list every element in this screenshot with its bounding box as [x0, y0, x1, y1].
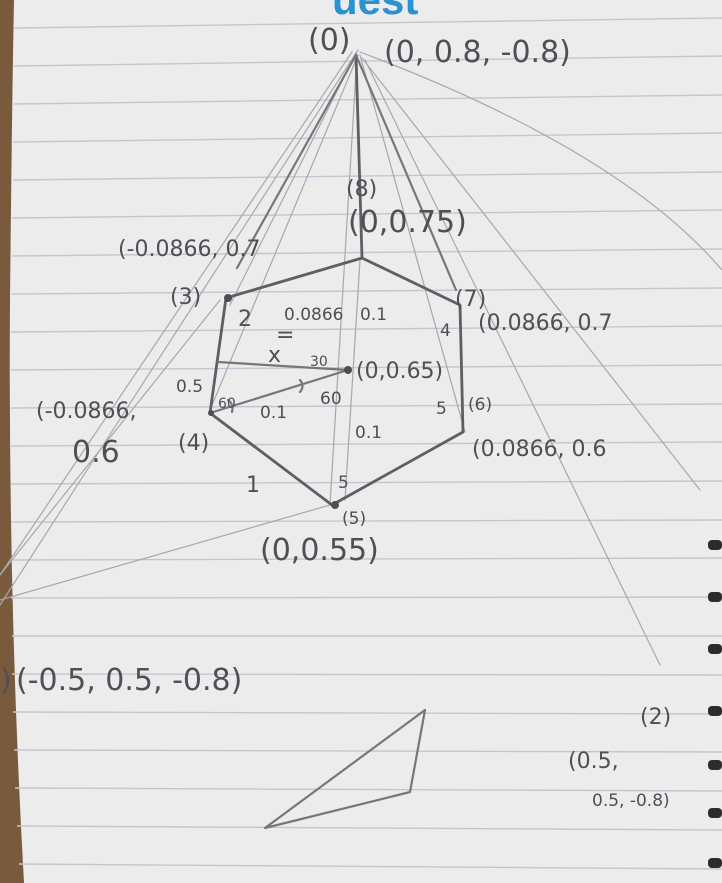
center-coords: (0,0.65) [356, 359, 443, 384]
point-2-coords-line1: (0.5, [568, 749, 619, 774]
point-4-marker: (4) [178, 431, 209, 456]
hexagon-inner-lines [208, 53, 458, 415]
point-0-coords: (0, 0.8, -0.8) [384, 35, 571, 70]
point-4-coords-line2: 0.6 [72, 435, 120, 470]
projection-lines [0, 49, 722, 666]
notebook-page [9, 0, 722, 883]
half-label: 0.5 [176, 377, 203, 397]
point-2-coords-line2: 0.5, -0.8) [592, 791, 670, 811]
small-triangle [263, 708, 427, 830]
point-8-coords: (0,0.75) [348, 205, 467, 240]
x-label: x [268, 343, 281, 368]
width-label: 0.0866 [284, 305, 343, 325]
point-1-coords: (-0.5, 0.5, -0.8) [16, 663, 242, 698]
equals-sign: = [276, 323, 294, 348]
point-1-marker: ) [0, 663, 12, 698]
point-7-coords: (0.0866, 0.7 [478, 311, 613, 336]
vertex-dots [208, 294, 352, 509]
angle-30-label: 30 [310, 354, 328, 370]
point-7-marker: (7) [455, 287, 486, 312]
point-3-marker: (3) [170, 285, 201, 310]
inner-01-right-label: 0.1 [355, 423, 382, 443]
point-4-coords-line1: (-0.0866, [36, 399, 137, 424]
point-2-marker: (2) [640, 705, 671, 730]
faint-label-5: 5 [436, 399, 447, 419]
faint-label-4: 4 [440, 321, 451, 341]
height-label: 0.1 [360, 305, 387, 325]
edge-label-5: 5 [338, 473, 349, 493]
inner-01-left-label: 0.1 [260, 403, 287, 423]
header-fragment: uest [332, 0, 418, 23]
edge-label-2: 2 [238, 307, 252, 332]
point-8-marker: (8) [346, 177, 377, 202]
point-5-coords: (0,0.55) [260, 533, 379, 568]
angle-60-left-label: 60 [218, 396, 236, 412]
ruled-lines [10, 17, 722, 870]
spiral-binding [708, 540, 722, 868]
point-6-coords: (0.0866, 0.6 [472, 437, 607, 462]
point-6-marker: (6) [468, 395, 492, 415]
edge-label-1: 1 [246, 473, 260, 498]
point-3-coords: (-0.0866, 0.7 [118, 237, 260, 262]
point-0-marker: (0) [308, 23, 351, 58]
point-5-marker: (5) [342, 509, 366, 529]
angle-60-right-label: 60 [320, 389, 342, 409]
